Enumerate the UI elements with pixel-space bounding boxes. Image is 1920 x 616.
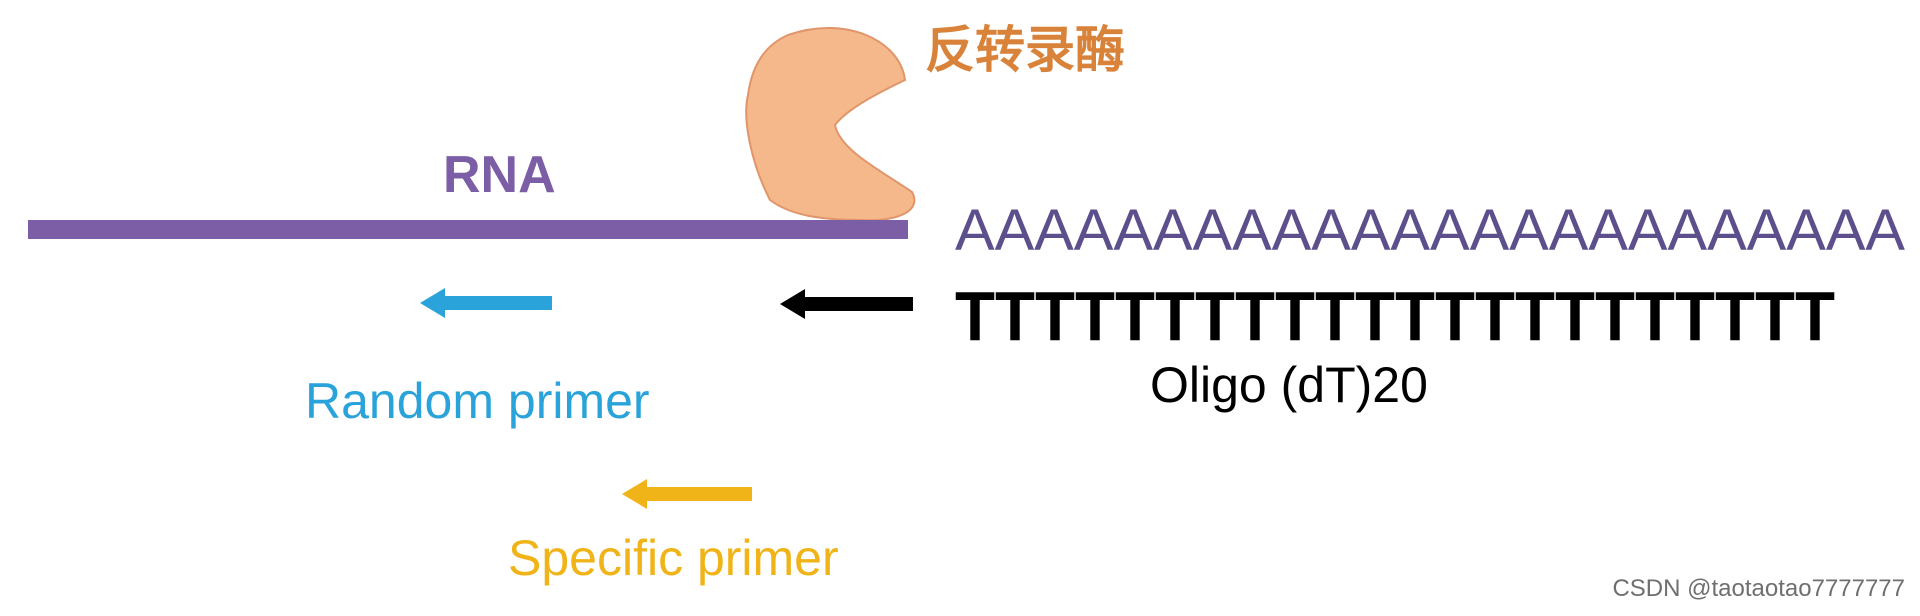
rna-label: RNA	[443, 146, 556, 204]
specific-primer-label: Specific primer	[508, 530, 839, 586]
enzyme-label: 反转录酶	[925, 22, 1125, 78]
random-primer-arrow-icon	[420, 288, 552, 318]
oligo-dt-arrow-icon	[780, 289, 913, 319]
watermark: CSDN @taotaotao7777777	[1612, 575, 1905, 602]
rna-strand	[28, 220, 908, 239]
random-primer-label: Random primer	[305, 373, 650, 429]
poly-a-tail: AAAAAAAAAAAAAAAAAAAAAAAA	[955, 198, 1905, 263]
specific-primer-arrow-icon	[622, 479, 752, 509]
reverse-transcriptase-icon	[745, 26, 916, 222]
poly-t-primer: TTTTTTTTTTTTTTTTTTTTTT	[955, 277, 1835, 355]
oligo-dt-label: Oligo (dT)20	[1150, 357, 1428, 413]
